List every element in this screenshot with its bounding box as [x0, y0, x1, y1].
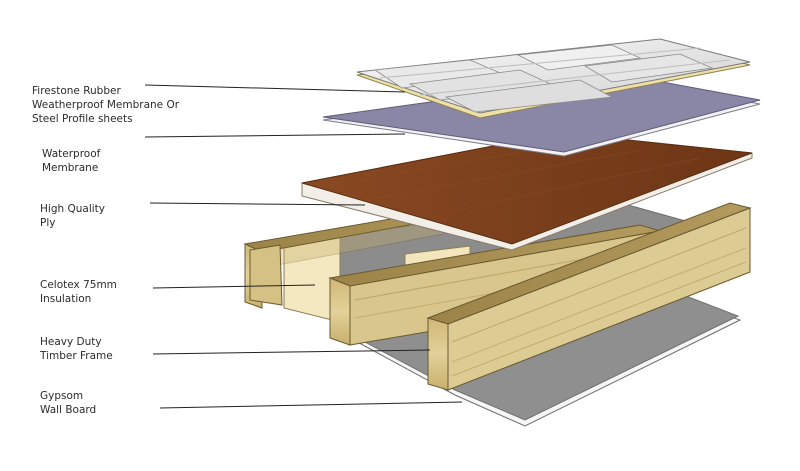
steel-profile-sheet — [356, 38, 751, 119]
leader-line-insulation — [152, 284, 316, 289]
label-line: Ply — [40, 217, 56, 229]
label-line: Firestone Rubber — [32, 85, 121, 97]
leader-lines — [144, 84, 463, 409]
leader-line-profile — [144, 84, 406, 93]
label-line: Weatherproof Membrane Or — [32, 99, 180, 111]
label-steel-profile: Firestone Rubber Weatherproof Membrane O… — [32, 84, 179, 126]
label-line: Gypsom — [40, 390, 84, 402]
label-insulation: Celotex 75mm Insulation — [40, 278, 117, 306]
plywood-deck-layer — [301, 132, 753, 251]
leader-line-ply — [149, 202, 366, 206]
label-ply: High Quality Ply — [40, 202, 105, 230]
label-line: Heavy Duty — [40, 336, 102, 348]
label-line: Wall Board — [40, 404, 97, 416]
label-line: Membrane — [42, 162, 99, 174]
label-line: Waterproof — [42, 148, 101, 160]
leader-line-timber — [152, 349, 431, 355]
label-line: High Quality — [40, 203, 105, 215]
leader-line-gypsum — [159, 401, 463, 409]
timber-joist-3 — [426, 202, 752, 391]
label-timber-frame: Heavy Duty Timber Frame — [40, 335, 113, 363]
label-gypsum-board: Gypsom Wall Board — [40, 389, 96, 417]
label-line: Steel Profile sheets — [32, 113, 133, 125]
label-waterproof-membrane: Waterproof Membrane — [42, 147, 100, 175]
leader-line-membrane — [144, 133, 406, 138]
label-line: Insulation — [40, 293, 92, 305]
label-line: Celotex 75mm — [40, 279, 117, 291]
label-line: Timber Frame — [40, 350, 113, 362]
